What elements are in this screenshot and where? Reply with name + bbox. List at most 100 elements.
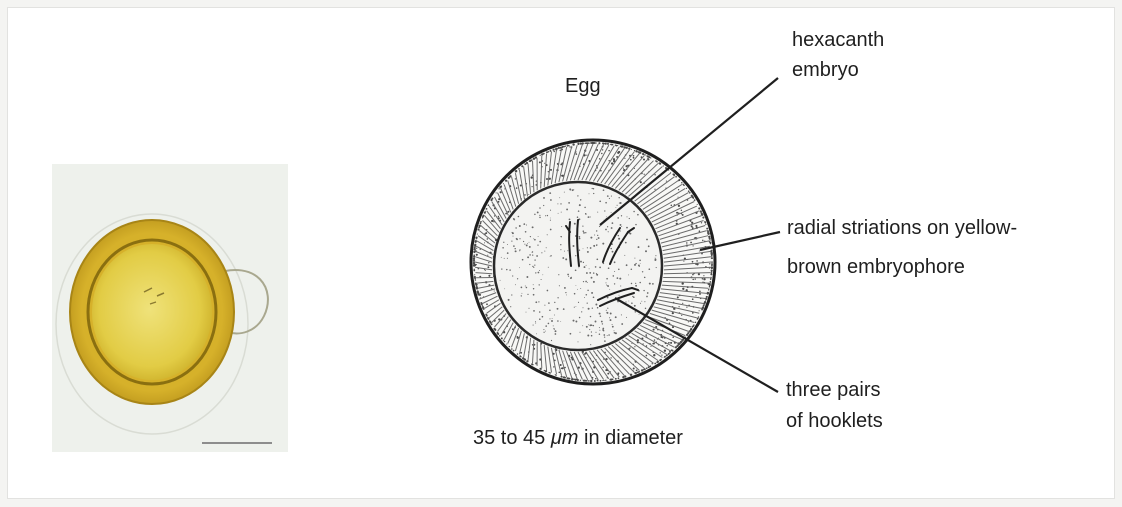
stipple-dot [653,354,655,356]
stipple-dot [634,346,635,347]
stipple-dot [553,366,554,367]
stipple-dot [690,242,692,244]
embryo-stipple-dot [557,203,558,204]
embryo-stipple-dot [508,299,510,301]
stipple-dot [692,298,694,300]
stipple-dot [474,244,476,246]
diameter-caption: 35 to 45 μm in diameter [473,426,683,450]
embryo-stipple-dot [548,323,550,325]
stipple-dot [494,215,495,216]
embryo-stipple-dot [618,235,619,236]
stipple-dot [640,181,642,183]
stipple-dot [500,186,502,188]
embryo-stipple-dot [635,263,636,264]
embryo-stipple-dot [597,235,598,236]
embryo-stipple-dot [588,324,589,325]
stipple-dot [563,376,565,378]
stipple-dot [653,329,655,331]
stipple-dot [668,354,669,355]
stipple-dot [643,158,645,160]
embryo-stipple-dot [614,330,615,331]
embryo-stipple-dot [604,210,605,211]
embryo-stipple-dot [644,277,646,279]
embryo-stipple-dot [525,231,527,233]
embryo-stipple-dot [544,251,545,252]
embryo-stipple-dot [528,308,529,309]
embryo-stipple-dot [524,244,525,245]
embryo-stipple-dot [578,210,580,212]
stipple-dot [682,214,684,216]
embryo-stipple-dot [599,330,600,331]
stipple-dot [509,346,510,347]
embryo-stipple-dot [539,284,540,285]
stipple-dot [701,222,702,223]
stipple-dot [645,334,647,336]
embryo-stipple-dot [518,216,520,218]
embryo-stipple-dot [586,294,588,296]
embryo-stipple-dot [539,270,540,271]
stipple-dot [649,366,650,367]
stipple-dot [528,194,529,195]
stipple-dot [646,355,648,357]
embryo-stipple-dot [504,288,505,289]
embryo-stipple-dot [640,303,641,304]
stipple-dot [702,307,704,309]
embryo-stipple-dot [533,284,534,285]
stipple-dot [473,270,475,272]
stipple-dot [666,345,667,346]
embryo-stipple-dot [566,208,568,210]
stipple-dot [595,378,596,379]
stipple-dot [548,171,549,172]
stipple-dot [484,242,485,243]
embryo-stipple-dot [577,195,578,196]
embryo-stipple-dot [502,247,504,249]
stipple-dot [698,316,700,318]
stipple-dot [548,372,549,373]
embryo-stipple-dot [551,340,552,341]
embryo-stipple-dot [639,282,641,284]
embryo-stipple-dot [532,266,533,267]
embryo-stipple-dot [619,230,620,231]
embryo-stipple-dot [593,281,595,283]
embryo-stipple-dot [635,285,637,287]
embryo-stipple-dot [589,272,591,274]
stipple-dot [482,307,484,309]
stipple-dot [542,153,544,155]
embryo-stipple-dot [554,329,555,330]
embryo-stipple-dot [611,196,612,197]
embryo-stipple-dot [602,323,603,324]
embryo-stipple-dot [529,264,530,265]
stipple-dot [540,368,541,369]
embryo-stipple-dot [541,279,542,280]
embryo-stipple-dot [532,226,534,228]
embryo-stipple-dot [621,323,623,325]
stipple-dot [615,378,617,380]
embryo-stipple-dot [621,314,622,315]
stipple-dot [676,212,678,214]
stipple-dot [574,379,576,381]
embryo-stipple-dot [639,266,640,267]
stipple-dot [692,325,694,327]
stipple-dot [711,270,712,271]
stipple-dot [695,322,696,323]
embryo-stipple-dot [504,258,505,259]
stipple-dot [565,146,566,147]
embryo-stipple-dot [513,236,514,237]
embryo-stipple-dot [635,311,636,312]
stipple-dot [477,229,479,231]
embryo-stipple-dot [647,292,649,294]
stipple-dot [698,207,700,209]
stipple-dot [515,170,517,172]
embryo-stipple-dot [585,213,586,214]
stipple-dot [484,269,485,270]
embryo-stipple-dot [570,277,572,279]
embryo-stipple-dot [625,242,627,244]
embryo-stipple-dot [519,249,520,250]
embryo-stipple-dot [577,289,578,290]
embryo-stipple-dot [503,242,504,243]
embryo-stipple-dot [642,271,643,272]
stipple-dot [588,142,590,144]
stipple-dot [711,253,713,255]
stipple-dot [532,364,534,366]
stipple-dot [654,174,655,175]
